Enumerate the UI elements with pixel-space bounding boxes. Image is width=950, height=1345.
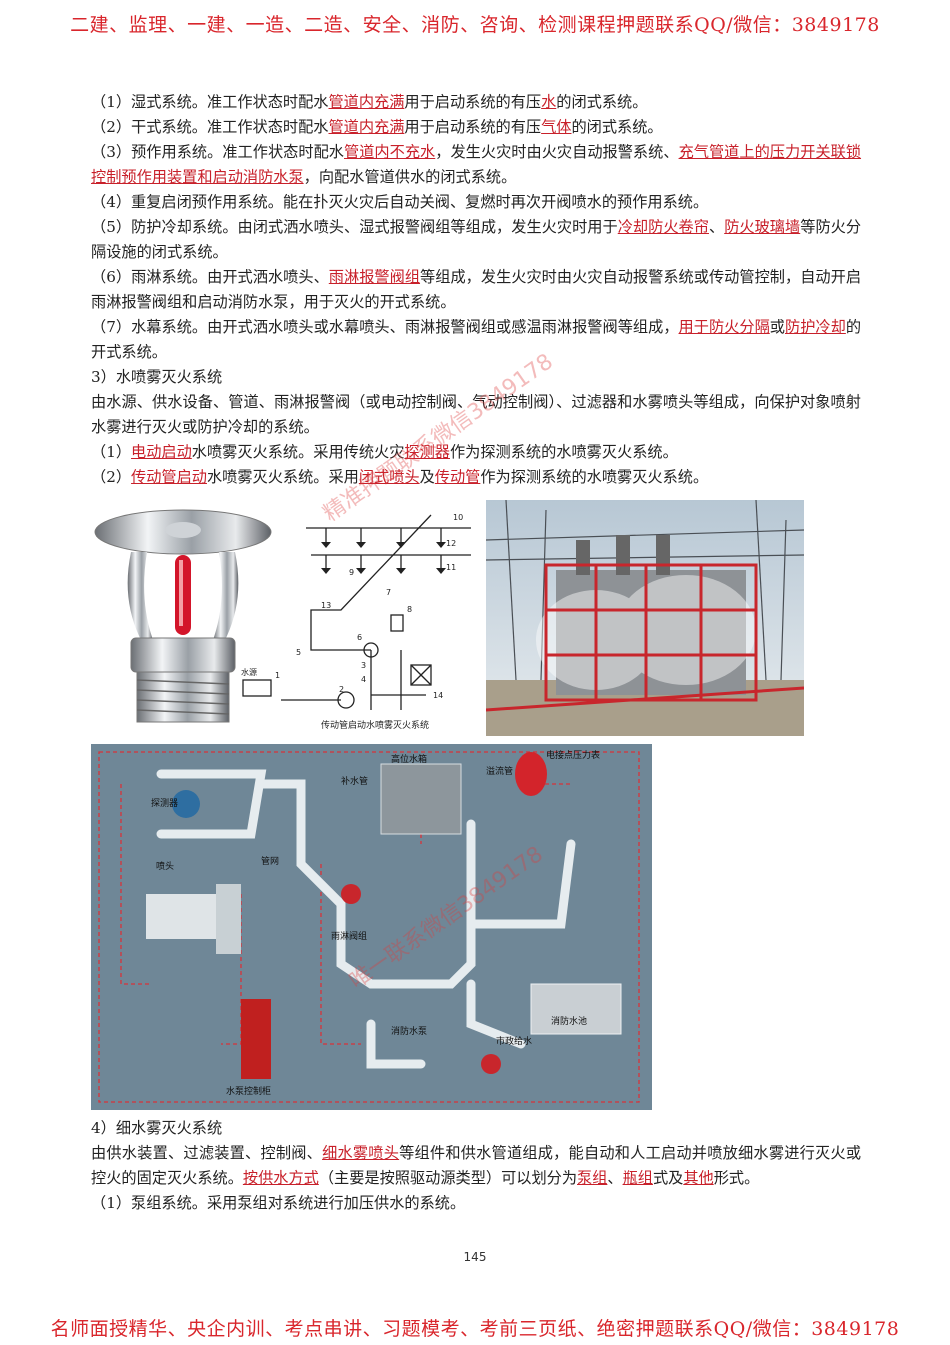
- label-municipal: 市政给水: [496, 1035, 532, 1047]
- page-number: 145: [463, 1250, 487, 1264]
- figure-row: 水源 1 2 3 4 5 6 7 8 9 10 11 12 13 14 传动管启…: [91, 499, 861, 736]
- label-pipe-network: 管网: [261, 855, 279, 867]
- paragraph-deluge-system: （6）雨淋系统。由开式洒水喷头、雨淋报警阀组等组成，发生火灾时由火灾自动报警系统…: [91, 268, 862, 311]
- num-9: 9: [349, 568, 354, 577]
- source-label: 水源: [241, 667, 257, 677]
- label-makeup: 补水管: [341, 775, 368, 787]
- num-2: 2: [339, 685, 344, 694]
- top-banner: 二建、监理、一建、一造、二造、安全、消防、咨询、检测课程押题联系QQ/微信：38…: [70, 14, 880, 36]
- num-13: 13: [321, 601, 331, 610]
- num-10: 10: [453, 513, 463, 522]
- label-tank: 高位水箱: [391, 753, 427, 765]
- num-5: 5: [296, 648, 301, 657]
- label-pump-cabinet: 水泵控制柜: [226, 1085, 271, 1097]
- transformer-water-spray-photo: [485, 499, 805, 736]
- num-3: 3: [361, 661, 366, 670]
- paragraph-pump-system: （1）泵组系统。采用泵组对系统进行加压供水的系统。: [91, 1194, 466, 1212]
- num-8: 8: [407, 605, 412, 614]
- paragraph-preaction-system: （3）预作用系统。准工作状态时配水管道内不充水，发生火灾时由火灾自动报警系统、充…: [91, 143, 862, 186]
- paragraph-fine-mist-desc: 由供水装置、过滤装置、控制阀、细水雾喷头等组件和供水管道组成，能自动和人工启动并…: [91, 1144, 862, 1187]
- pilot-line-schematic: 水源 1 2 3 4 5 6 7 8 9 10 11 12 13 14 传动管启…: [231, 500, 481, 732]
- num-7: 7: [386, 588, 391, 597]
- num-11: 11: [446, 563, 456, 572]
- label-detector: 探测器: [151, 797, 178, 809]
- paragraph-wet-system: （1）湿式系统。准工作状态时配水管道内充满用于启动系统的有压水的闭式系统。: [91, 93, 648, 111]
- num-6: 6: [357, 633, 362, 642]
- num-14: 14: [433, 691, 443, 700]
- num-12: 12: [446, 539, 456, 548]
- fire-system-schematic: 探测器 喷头 管网 高位水箱 补水管 溢流管 电接点压力表 雨淋阀组 消防水泵 …: [91, 744, 652, 1110]
- bottom-banner: 名师面授精华、央企内训、考点串讲、习题模考、考前三页纸、绝密押题联系QQ/微信：…: [50, 1318, 900, 1340]
- paragraph-pilot-line-start: （2）传动管启动水喷雾灭火系统。采用闭式喷头及传动管作为探测系统的水喷雾灭火系统…: [91, 468, 709, 486]
- label-nozzle: 喷头: [156, 861, 174, 872]
- sprinkler-head-image: [91, 500, 276, 732]
- schematic-caption: 传动管启动水喷雾灭火系统: [321, 719, 429, 731]
- label-fire-pool: 消防水池: [551, 1015, 587, 1027]
- page-content: （1）湿式系统。准工作状态时配水管道内充满用于启动系统的有压水的闭式系统。 （2…: [91, 90, 861, 1216]
- num-4: 4: [361, 675, 366, 684]
- label-overflow: 溢流管: [486, 765, 513, 777]
- paragraph-drencher-system: （7）水幕系统。由开式洒水喷头或水幕喷头、雨淋报警阀组或感温雨淋报警阀等组成，用…: [91, 318, 862, 361]
- label-pressure-gauge: 电接点压力表: [546, 749, 600, 761]
- heading-fine-water-mist: 4）细水雾灭火系统: [91, 1119, 223, 1137]
- num-1: 1: [275, 671, 280, 680]
- heading-water-spray: 3）水喷雾灭火系统: [91, 368, 223, 386]
- paragraph-dry-system: （2）干式系统。准工作状态时配水管道内充满用于启动系统的有压气体的闭式系统。: [91, 118, 663, 136]
- paragraph-water-spray-desc: 由水源、供水设备、管道、雨淋报警阀（或电动控制阀、气动控制阀）、过滤器和水雾喷头…: [91, 393, 861, 436]
- paragraph-protective-cooling: （5）防护冷却系统。由闭式洒水喷头、湿式报警阀组等组成，发生火灾时用于冷却防火卷…: [91, 218, 862, 261]
- label-deluge-valve: 雨淋阀组: [331, 930, 367, 942]
- label-fire-pump: 消防水泵: [391, 1025, 427, 1037]
- paragraph-electric-start: （1）电动启动水喷雾灭火系统。采用传统火灾探测器作为探测系统的水喷雾灭火系统。: [91, 443, 678, 461]
- paragraph-recycling-preaction: （4）重复启闭预作用系统。能在扑灭火灾后自动关阀、复燃时再次开阀喷水的预作用系统…: [91, 193, 709, 211]
